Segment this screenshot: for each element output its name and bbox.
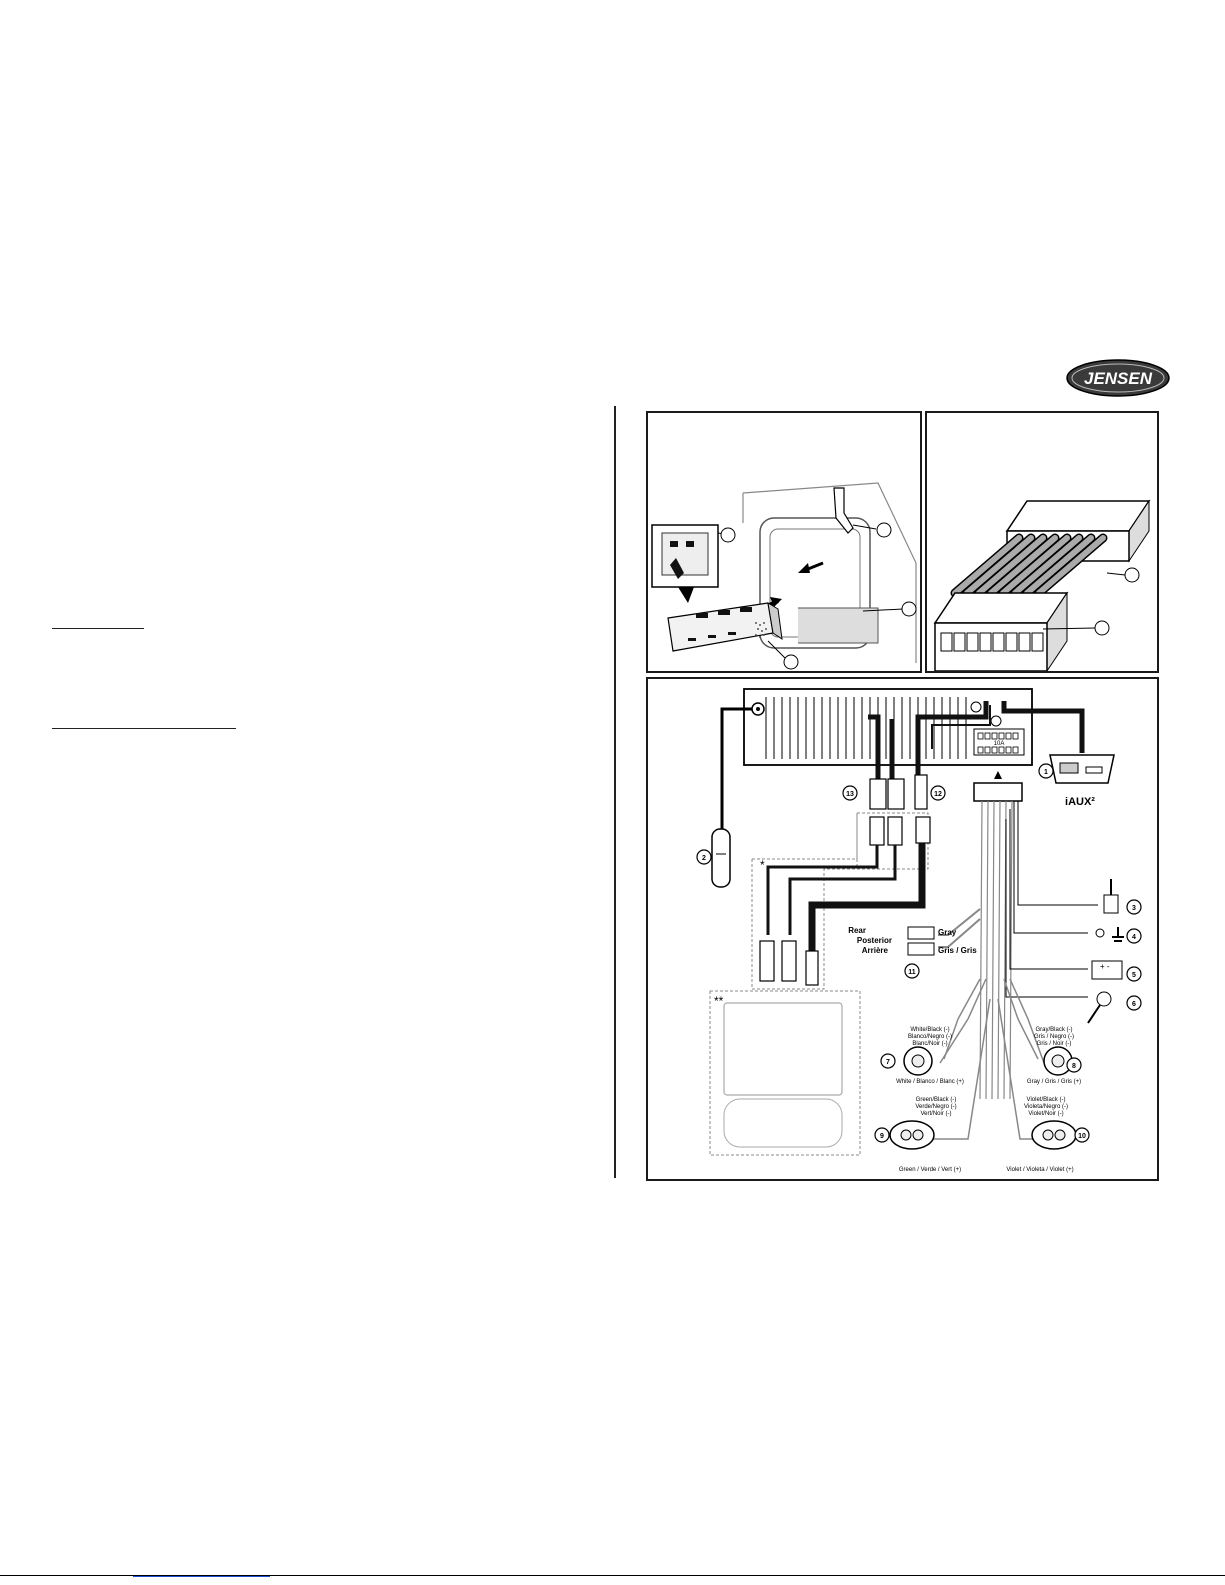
rear-label-3: Arrière — [862, 946, 889, 955]
fuse-label: 10A — [994, 741, 1005, 747]
logo-text: JENSEN — [1084, 369, 1153, 388]
iaux-label: iAUX² — [1065, 796, 1095, 808]
green-black-3: Vert/Noir (-) — [920, 1111, 951, 1117]
callout-5: 5 — [1132, 972, 1136, 979]
violet-black-2: Violeta/Negro (-) — [1024, 1104, 1068, 1110]
gray-label: Gray — [938, 928, 957, 937]
footer-link-underline[interactable] — [133, 1576, 270, 1577]
callout-6: 6 — [1132, 1001, 1136, 1008]
white-black-3: Blanc/Noir (-) — [912, 1041, 947, 1047]
callout-7: 7 — [886, 1059, 890, 1066]
wiring-diagram-panel: 10A iAUX² * — [646, 677, 1159, 1181]
heading-underline-1 — [52, 628, 144, 629]
violet-label: Violet / Violeta / Violet (+) — [1006, 1167, 1073, 1173]
callout-10: 10 — [1078, 1133, 1086, 1140]
violet-black-1: Violet/Black (-) — [1027, 1097, 1066, 1103]
white-black-1: White/Black (-) — [910, 1027, 949, 1033]
callout-13: 13 — [846, 791, 854, 798]
callout-12: 12 — [934, 791, 942, 798]
jensen-logo: JENSEN — [1066, 359, 1170, 397]
svg-text:+ -: + - — [1100, 962, 1110, 971]
installation-illustration — [651, 482, 917, 670]
gris-label: Gris / Gris — [938, 946, 977, 955]
connector-diagram-panel — [925, 411, 1159, 673]
white-black-2: Blanco/Negro (-) — [908, 1034, 952, 1040]
asterisk-double: ** — [714, 994, 724, 1008]
callout-4: 4 — [1132, 934, 1136, 941]
callout-3: 3 — [1132, 905, 1136, 912]
gray-black-3: Gris / Noir (-) — [1037, 1041, 1072, 1047]
callout-2: 2 — [702, 855, 706, 862]
connector-illustration — [933, 499, 1151, 671]
footer-rule — [0, 1575, 1225, 1576]
green-black-1: Green/Black (-) — [916, 1097, 957, 1103]
callout-8: 8 — [1072, 1063, 1076, 1070]
wiring-illustration: 10A iAUX² * — [696, 688, 1142, 1173]
white-label: White / Blanco / Blanc (+) — [896, 1079, 964, 1085]
heading-underline-2 — [52, 728, 236, 729]
gray-black-2: Gris / Negro (-) — [1034, 1034, 1074, 1040]
gray-black-1: Gray/Black (-) — [1035, 1027, 1072, 1033]
green-label: Green / Verde / Vert (+) — [899, 1167, 961, 1173]
installation-diagram-panel — [646, 411, 922, 673]
asterisk-single: * — [760, 858, 765, 872]
rear-label-1: Rear — [848, 926, 866, 935]
violet-black-3: Violet/Noir (-) — [1028, 1111, 1063, 1117]
column-divider — [614, 406, 616, 1178]
callout-1: 1 — [1044, 769, 1048, 776]
callout-11: 11 — [908, 969, 916, 976]
gray-label-speaker: Gray / Gris / Gris (+) — [1027, 1079, 1081, 1085]
green-black-2: Verde/Negro (-) — [915, 1104, 956, 1110]
rear-label-2: Posterior — [857, 936, 892, 945]
callout-9: 9 — [880, 1133, 884, 1140]
